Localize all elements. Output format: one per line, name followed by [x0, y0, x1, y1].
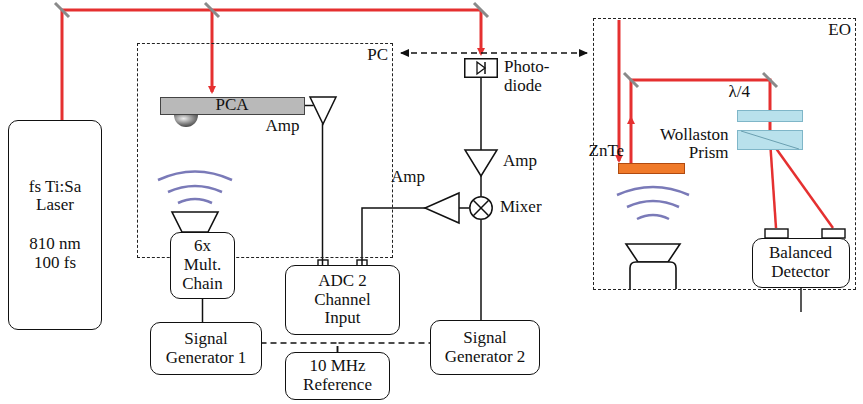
box-label: Signal Generator 2	[435, 329, 535, 366]
box-label: Signal Generator 1	[156, 330, 256, 367]
signal-wire	[401, 52, 587, 54]
antenna-chip: PCA	[160, 97, 305, 115]
art-part	[55, 3, 777, 87]
reference-box: 10 MHz Reference	[285, 352, 390, 400]
prism-outline	[737, 130, 803, 150]
laser-beam	[630, 118, 633, 163]
amplifier-outline	[465, 150, 497, 176]
photodiode-housing	[465, 59, 498, 78]
horn-antenna	[626, 244, 680, 262]
part-label: Amp	[391, 168, 425, 187]
triangle-symbol	[425, 193, 459, 223]
part-label: λ/4	[729, 83, 750, 102]
crystal: ZnTe	[618, 163, 685, 174]
laser-beam	[618, 20, 621, 161]
mirror	[624, 73, 638, 87]
amplifier: Amp	[310, 97, 336, 124]
generator-box: Signal Generator 2	[430, 320, 540, 375]
waveplate: λ/4	[737, 110, 803, 122]
silicon-lens	[174, 115, 198, 127]
generator-box: Signal Generator 1	[150, 322, 262, 375]
crystal-bar	[618, 163, 684, 173]
signal-wire	[322, 124, 324, 266]
thz-wave	[637, 215, 669, 219]
prism: Wollaston Prism	[737, 130, 803, 150]
laser-beam	[480, 10, 483, 54]
amplifier-outline	[425, 193, 459, 223]
thz-wave	[168, 186, 222, 192]
prism-interface	[741, 131, 799, 149]
box-label: fs Ti:Sa Laser	[16, 178, 94, 215]
detector-box: Balanced Detector	[752, 238, 850, 288]
amplifier: Amp	[465, 150, 497, 176]
mixer-cross	[473, 200, 488, 215]
mixer-cross	[473, 200, 488, 215]
signal-wire	[262, 343, 338, 352]
part-label: Amp	[266, 117, 300, 136]
laser-beam	[62, 10, 480, 120]
laser-beam	[770, 140, 776, 228]
thz-wave	[178, 199, 212, 203]
group-label: EO	[828, 21, 851, 40]
horn-antenna	[172, 212, 218, 232]
amplifier: Amp	[425, 193, 459, 223]
diode-bar	[484, 62, 486, 74]
amplifier-outline	[310, 97, 336, 124]
photodiode: Photo- diode	[464, 58, 498, 78]
plate-body	[737, 110, 802, 121]
box-label: Balanced Detector	[756, 244, 846, 281]
chip-label: PCA	[215, 96, 248, 115]
part-label: ZnTe	[589, 142, 625, 161]
group-frame: PC PCA Amp	[137, 43, 393, 258]
mirror	[763, 73, 777, 87]
part-label: Mixer	[500, 198, 542, 217]
box-label: 10 MHz Reference	[296, 357, 380, 394]
crystal-outline	[618, 163, 685, 174]
group-label: PC	[367, 46, 388, 65]
part-label: Wollaston Prism	[639, 126, 729, 163]
mixer-symbol	[470, 197, 492, 219]
box-label: ADC 2 Channel Input	[301, 272, 385, 328]
mirror	[474, 3, 488, 17]
triangle-symbol	[310, 97, 336, 124]
signal-wire	[480, 176, 482, 196]
laser-box: fs Ti:Sa Laser 810 nm 100 fs	[8, 120, 102, 330]
signal-wire	[305, 105, 314, 107]
part-label: Photo- diode	[504, 58, 558, 95]
laser-beam	[770, 140, 833, 228]
thz-wave	[627, 201, 679, 207]
signal-wire	[480, 220, 482, 320]
output-wire	[800, 288, 801, 312]
signal-wire	[202, 299, 204, 322]
mixer: Mixer	[469, 196, 493, 220]
signal-wire	[459, 207, 469, 209]
triangle-symbol	[465, 150, 497, 176]
box-label: 6x Mult. Chain	[177, 237, 229, 293]
prism-body	[737, 130, 802, 149]
diode-symbol	[477, 62, 485, 74]
mirror	[205, 3, 219, 17]
photodiode-outline	[464, 58, 498, 78]
part-label: Amp	[503, 152, 537, 171]
signal-wire	[362, 208, 425, 265]
mixer-outline	[469, 196, 493, 220]
waveplate-outline	[737, 110, 803, 122]
mirror	[55, 3, 69, 17]
signal-wire	[480, 78, 482, 150]
box-label: 810 nm 100 fs	[24, 235, 86, 272]
laser-beam	[211, 10, 214, 92]
source-housing	[630, 262, 676, 289]
photodiode-head	[822, 229, 845, 238]
photodiode-head	[765, 229, 788, 238]
multiplier-box: 6x Mult. Chain	[170, 232, 235, 299]
group-frame: EO ZnTe λ/4Wollaston PrismBalanced Detecto…	[593, 18, 856, 290]
adc-box: ADC 2 Channel Input	[285, 265, 400, 335]
thz-wave	[617, 187, 689, 195]
signal-wire	[338, 343, 431, 352]
thz-wave	[158, 172, 232, 181]
